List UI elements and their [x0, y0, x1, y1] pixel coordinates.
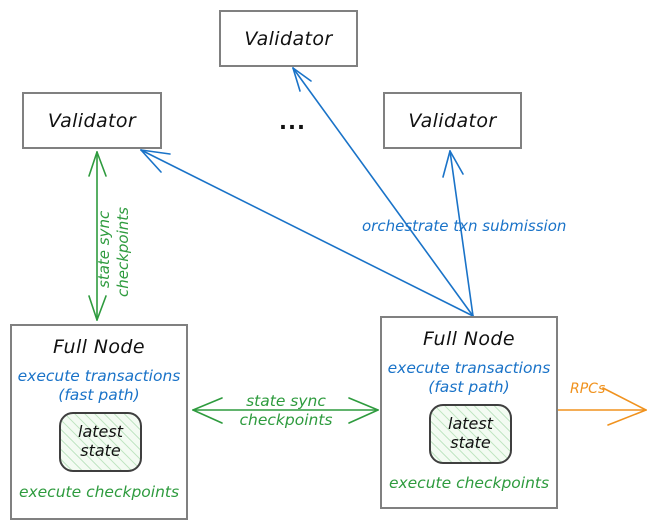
full-node-left-state-line-2: state	[80, 441, 121, 460]
arrow-state-sync-horizontal	[192, 397, 379, 424]
arrow-orchestrate-to-validator-left	[140, 149, 474, 317]
full-node-right-blue-line-2: (fast path)	[428, 378, 510, 397]
validators-ellipsis: ...	[279, 110, 306, 134]
full-node-right-green-text: execute checkpoints	[388, 474, 550, 492]
edge-label-state-sync-vertical-line-1: state sync	[95, 210, 113, 288]
full-node-left-state-line-1: latest	[78, 422, 123, 442]
validator-right-label: Validator	[408, 109, 497, 132]
full-node-left-blue-line-1: execute transactions	[17, 367, 181, 385]
full-node-right-blue-line-1: execute transactions	[387, 359, 551, 377]
edge-label-state-sync-horizontal: state sync checkpoints	[224, 392, 348, 429]
full-node-left-latest-state[interactable]: latest state	[59, 412, 142, 472]
validator-top-label: Validator	[244, 27, 333, 50]
full-node-left-green-text: execute checkpoints	[18, 483, 180, 501]
edge-label-orchestrate: orchestrate txn submission	[362, 217, 567, 235]
full-node-right-state-line-1: latest	[448, 414, 493, 434]
validator-left-label: Validator	[47, 109, 137, 132]
validator-left-box[interactable]: Validator	[22, 92, 162, 149]
full-node-left-box[interactable]: Full Node execute transactions (fast pat…	[10, 324, 188, 520]
validator-right-box[interactable]: Validator	[383, 92, 522, 149]
arrow-rpcs	[557, 387, 647, 426]
full-node-right-box[interactable]: Full Node execute transactions (fast pat…	[380, 316, 558, 509]
edge-label-state-sync-horizontal-line-1: state sync	[246, 392, 326, 410]
full-node-right-blue-text: execute transactions (fast path)	[388, 359, 551, 398]
full-node-right-state-line-2: state	[450, 433, 491, 452]
arrow-orchestrate-to-validator-top	[292, 67, 474, 317]
full-node-left-blue-line-2: (fast path)	[58, 386, 140, 405]
full-node-left-blue-text: execute transactions (fast path)	[18, 367, 181, 406]
edge-label-rpcs: RPCs	[570, 381, 606, 397]
edge-label-state-sync-horizontal-line-2: checkpoints	[239, 410, 333, 429]
validator-top-box[interactable]: Validator	[219, 10, 358, 67]
edge-label-state-sync-vertical-line-2: checkpoints	[114, 207, 132, 297]
full-node-left-title: Full Node	[53, 336, 145, 358]
arrow-orchestrate-to-validator-right	[442, 150, 474, 317]
arrow-state-sync-vertical	[88, 151, 107, 321]
full-node-right-title: Full Node	[423, 328, 515, 350]
full-node-right-latest-state[interactable]: latest state	[429, 404, 512, 464]
